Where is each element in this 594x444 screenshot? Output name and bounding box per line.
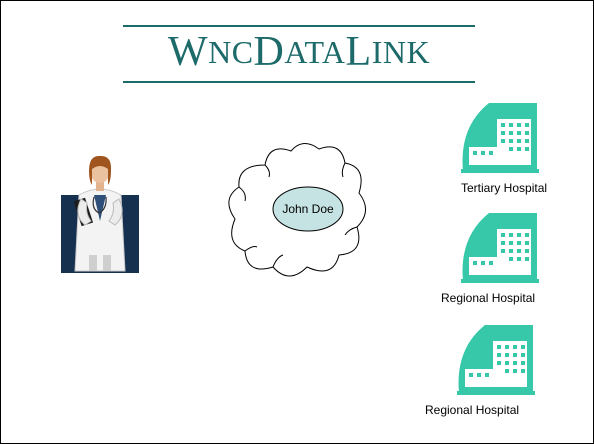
title-smallcaps: ATA bbox=[284, 33, 346, 70]
hospital-label-regional-1: Regional Hospital bbox=[441, 291, 536, 305]
patient-node-label: John Doe bbox=[282, 202, 334, 216]
title-smallcaps: INK bbox=[371, 33, 431, 70]
doctor-icon bbox=[61, 155, 139, 273]
patient-node-shape bbox=[272, 186, 344, 232]
title-letter: D bbox=[253, 29, 285, 75]
hospital-label-tertiary: Tertiary Hospital bbox=[461, 181, 548, 195]
title-smallcaps: NC bbox=[208, 33, 254, 70]
hospital-label-regional-2: Regional Hospital bbox=[425, 403, 520, 417]
title-letter: L bbox=[345, 29, 372, 75]
title-top-rule bbox=[123, 25, 475, 27]
title-bottom-rule bbox=[123, 81, 475, 83]
hospital-building-icon bbox=[461, 103, 539, 173]
hospital-building-icon bbox=[461, 213, 539, 283]
title-letter: W bbox=[167, 29, 209, 75]
hospital-building-icon bbox=[457, 325, 535, 395]
